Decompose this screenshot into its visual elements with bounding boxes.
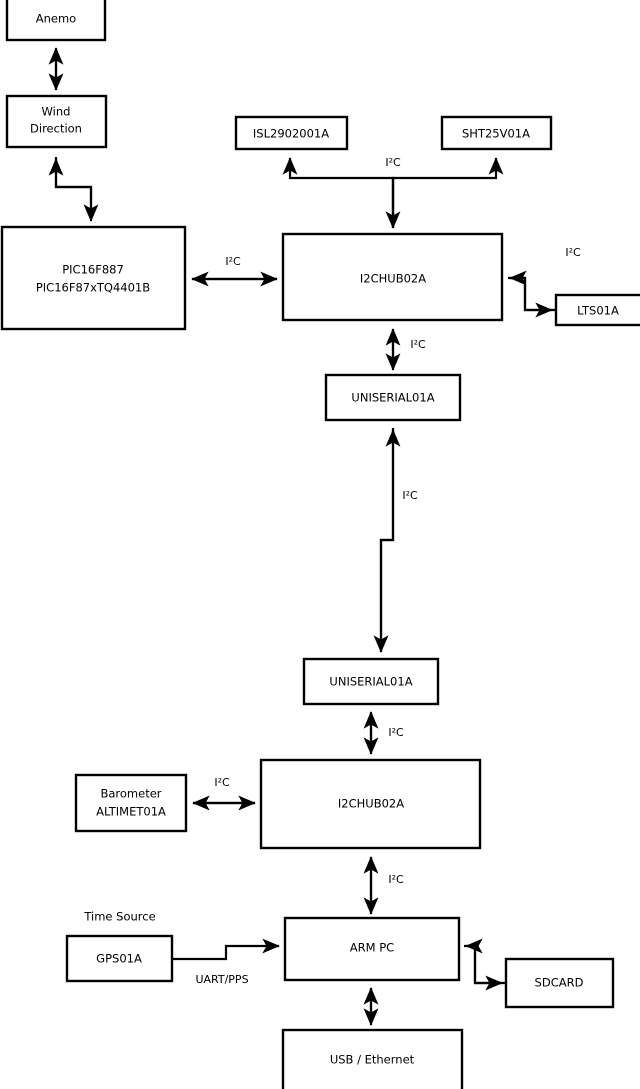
- node-barometer-label-line2: ALTIMET01A: [96, 805, 166, 819]
- edge-label-uniserial2-hub: I²C: [388, 726, 404, 739]
- node-usb-ethernet-label: USB / Ethernet: [330, 1053, 415, 1067]
- node-sdcard[interactable]: SDCARD: [504, 957, 615, 1009]
- node-anemo-box[interactable]: [5, 0, 107, 42]
- arrow-up-to-isl: [282, 157, 395, 228]
- edge-label-pic-hub: I²C: [225, 255, 241, 268]
- node-gps01a[interactable]: GPS01A: [65, 934, 174, 983]
- node-wind-direction-box[interactable]: [5, 94, 108, 149]
- node-uniserial01a-2-label: UNISERIAL01A: [329, 675, 412, 689]
- node-barometer[interactable]: Barometer ALTIMET01A: [74, 773, 188, 833]
- edge-hubtop-sensors: I²C: [282, 156, 504, 229]
- arrow-up-to-sht: [391, 157, 504, 228]
- node-lts01a-label: LTS01A: [577, 304, 619, 318]
- node-i2chub02a-bottom-box[interactable]: [259, 758, 482, 850]
- arrow-right-to-arm-pc: [172, 938, 280, 961]
- node-pic-box[interactable]: [0, 225, 187, 331]
- edge-label-barometer-hub: I²C: [214, 776, 230, 789]
- arrow-down-to-uniserial-2: [373, 428, 395, 653]
- node-gps01a-box[interactable]: [65, 934, 174, 983]
- node-pic-label-line2: PIC16F87xTQ4401B: [36, 281, 150, 295]
- node-uniserial01a-1-box[interactable]: [324, 373, 462, 422]
- node-anemo-label: Anemo: [36, 12, 76, 26]
- node-barometer-label-line1: Barometer: [100, 787, 161, 801]
- node-sht25v01a-label: SHT25V01A: [462, 127, 530, 141]
- node-isl2902001a[interactable]: ISL2902001A: [234, 115, 349, 151]
- node-isl2902001a-box[interactable]: [234, 115, 349, 151]
- arrow-up-to-wind-direction: [48, 158, 93, 219]
- node-sht25v01a[interactable]: SHT25V01A: [440, 115, 553, 151]
- node-i2chub02a-top-label: I2CHUB02A: [360, 272, 426, 286]
- node-uniserial01a-1-label: UNISERIAL01A: [351, 391, 434, 405]
- node-wind-direction[interactable]: Wind Direction: [5, 94, 108, 149]
- edge-hubtop-uniserial1: I²C: [385, 328, 426, 371]
- node-arm-pc-box[interactable]: [283, 916, 461, 982]
- edge-uniserial2-hubbottom: I²C: [363, 711, 404, 755]
- edge-hubtop-lts: I²C: [508, 246, 581, 318]
- arrow-right-to-sdcard: [464, 944, 503, 991]
- edge-armpc-sdcard: [464, 938, 505, 991]
- node-pic[interactable]: PIC16F887 PIC16F87xTQ4401B: [0, 225, 187, 331]
- node-sht25v01a-box[interactable]: [440, 115, 553, 151]
- edge-label-hub-uniserial1: I²C: [410, 338, 426, 351]
- edge-label-hub-armpc: I²C: [388, 873, 404, 886]
- node-usb-ethernet[interactable]: USB / Ethernet: [281, 1028, 464, 1089]
- edge-label-gps-armpc: UART/PPS: [195, 973, 248, 986]
- edge-wind-pic: [48, 157, 99, 222]
- edge-gps-armpc: UART/PPS: [172, 938, 280, 986]
- node-anemo[interactable]: Anemo: [5, 0, 107, 42]
- arrow-left-to-hub-top: [509, 270, 555, 312]
- node-uniserial01a-2-box[interactable]: [302, 657, 440, 706]
- edge-uniserial1-uniserial2: I²C: [373, 428, 418, 653]
- edge-barometer-hubbottom: I²C: [192, 776, 256, 811]
- node-uniserial01a-2[interactable]: UNISERIAL01A: [302, 657, 440, 706]
- node-lts01a[interactable]: LTS01A: [554, 293, 640, 327]
- node-arm-pc[interactable]: ARM PC: [283, 916, 461, 982]
- arrow-right-to-lts: [508, 276, 553, 318]
- node-i2chub02a-bottom-label: I2CHUB02A: [338, 797, 404, 811]
- arrow-left-to-arm-pc: [465, 938, 505, 985]
- node-i2chub02a-top-box[interactable]: [281, 232, 504, 322]
- node-sdcard-label: SDCARD: [535, 976, 584, 990]
- edge-hubbottom-armpc: I²C: [363, 856, 404, 915]
- node-pic-label-line1: PIC16F887: [62, 263, 124, 277]
- node-i2chub02a-bottom[interactable]: I2CHUB02A: [259, 758, 482, 850]
- node-gps01a-label: GPS01A: [96, 952, 142, 966]
- node-wind-direction-label-line2: Direction: [30, 122, 82, 136]
- node-wind-direction-label-line1: Wind: [42, 105, 71, 119]
- node-isl2902001a-label: ISL2902001A: [253, 127, 329, 141]
- node-arm-pc-label: ARM PC: [350, 941, 394, 955]
- edge-label-hub-sensors: I²C: [385, 156, 401, 169]
- node-sdcard-box[interactable]: [504, 957, 615, 1009]
- label-time-source: Time Source: [83, 910, 155, 924]
- node-barometer-box[interactable]: [74, 773, 188, 833]
- arrow-down-to-pic: [54, 157, 99, 222]
- node-uniserial01a-1[interactable]: UNISERIAL01A: [324, 373, 462, 422]
- node-lts01a-box[interactable]: [554, 293, 640, 327]
- edge-label-uniserial-link: I²C: [402, 489, 418, 502]
- edge-pic-hubtop: I²C: [191, 255, 278, 287]
- edge-label-hub-lts: I²C: [565, 246, 581, 259]
- node-usb-ethernet-box[interactable]: [281, 1028, 464, 1089]
- node-i2chub02a-top[interactable]: I2CHUB02A: [281, 232, 504, 322]
